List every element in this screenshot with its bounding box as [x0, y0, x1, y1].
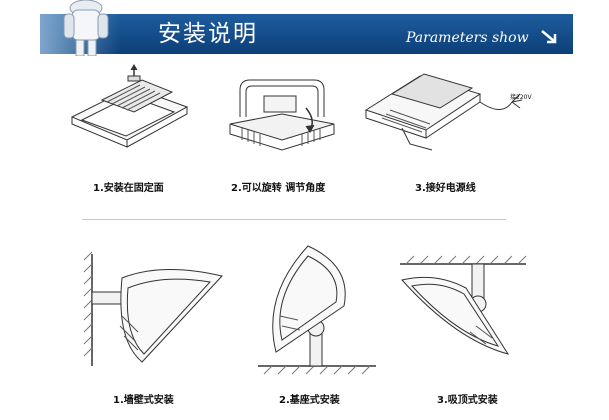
- mount-caption-1: 1.墙壁式安装: [113, 395, 174, 406]
- arrow-down-right-icon: [541, 30, 557, 44]
- mascot-figure-icon: [63, 0, 109, 56]
- step-caption-3: 3.接好电源线: [415, 183, 476, 194]
- step-caption-1: 1.安装在固定面: [93, 183, 164, 194]
- rotate-adjust-illustration: [229, 79, 335, 151]
- base-mount-illustration: [258, 245, 376, 375]
- page-title: 安装说明: [158, 21, 258, 47]
- connect-power-illustration: [364, 73, 523, 151]
- fixed-surface-mount-illustration: [70, 64, 189, 148]
- ceiling-mount-illustration: [400, 255, 527, 355]
- step-caption-2: 2.可以旋转 调节角度: [231, 183, 326, 194]
- page-subtitle: Parameters show: [406, 30, 529, 46]
- mount-caption-3: 3.吸顶式安装: [437, 395, 498, 406]
- wall-mount-illustration: [83, 251, 223, 366]
- section-divider: [82, 219, 506, 220]
- wire-label: 接220V: [510, 94, 532, 101]
- header-banner: [40, 14, 573, 54]
- mount-caption-2: 2.基座式安装: [279, 395, 340, 406]
